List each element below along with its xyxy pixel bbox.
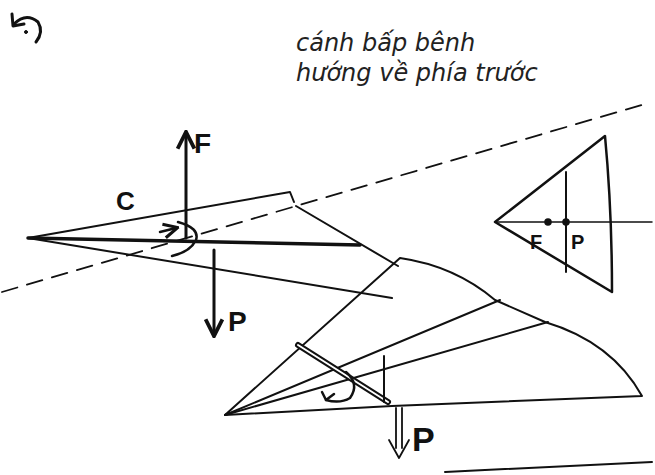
lift-arrow	[185, 134, 188, 238]
dashed-axis	[2, 104, 645, 292]
point-label: P	[571, 232, 584, 252]
weight-arrow	[213, 250, 216, 334]
rotation-arrow	[14, 17, 41, 42]
weight-arrow	[396, 408, 402, 448]
moment-arrow	[160, 228, 176, 232]
edge-line	[445, 462, 652, 472]
point-label: C	[116, 188, 135, 214]
point-label: F	[530, 232, 542, 252]
force-label: P	[228, 308, 247, 336]
plane-top-view	[495, 136, 652, 292]
arrow-head	[12, 14, 24, 26]
pivot-dot	[25, 31, 28, 34]
force-label: P	[412, 422, 435, 456]
plane-perspective-view	[225, 258, 642, 415]
note-text: cánh bấp bênh hướng về phía trước	[296, 28, 596, 88]
force-label: F	[194, 130, 211, 158]
arrow-head	[389, 440, 409, 458]
